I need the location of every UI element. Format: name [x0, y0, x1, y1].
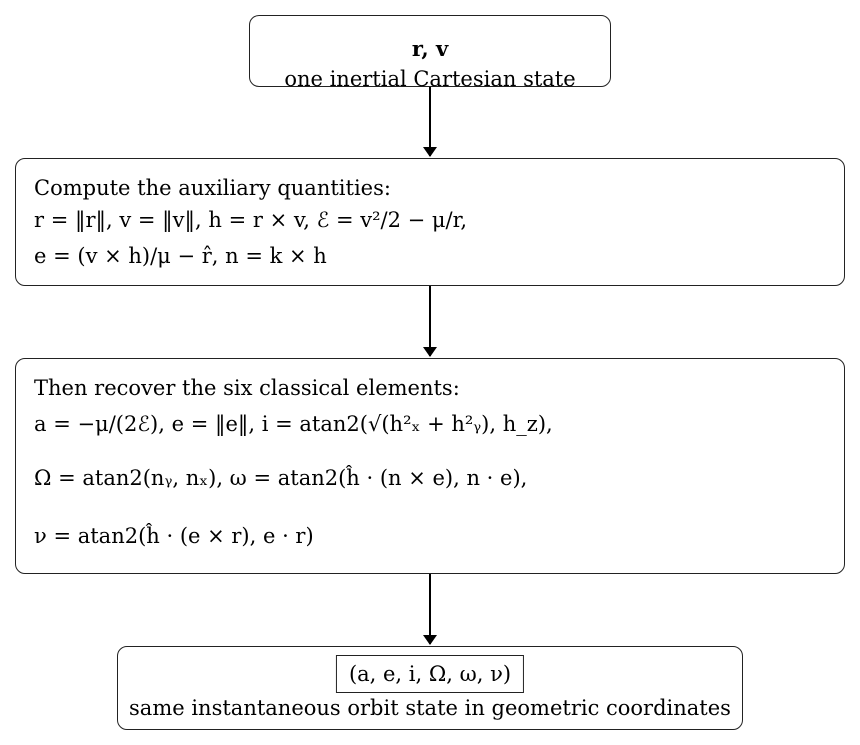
input-title: r, v — [411, 36, 449, 61]
elements-heading: Then recover the six classical elements: — [34, 376, 460, 400]
elements-equation-line-3: ν = atan2(ĥ · (e × r), e · r) — [34, 524, 314, 548]
elements-equation-line-1: a = −μ/(2ℰ), e = ‖e‖, i = atan2(√(h²ₓ + … — [34, 412, 553, 436]
element-tuple: (a, e, i, Ω, ω, ν) — [335, 655, 525, 693]
output-subtitle: same instantaneous orbit state in geomet… — [129, 696, 731, 720]
input-subtitle: one inertial Cartesian state — [284, 67, 576, 91]
input-state-box: r, v one inertial Cartesian state — [249, 15, 611, 91]
classical-elements-box: Then recover the six classical elements:… — [15, 358, 845, 574]
elements-equation-line-2: Ω = atan2(nᵧ, nₓ), ω = atan2(ĥ · (n × e)… — [34, 466, 528, 490]
aux-equation-line-1: r = ‖r‖, v = ‖v‖, h = r × v, ℰ = v²/2 − … — [34, 208, 468, 232]
auxiliary-quantities-box: Compute the auxiliary quantities: r = ‖r… — [15, 158, 845, 286]
aux-heading: Compute the auxiliary quantities: — [34, 176, 391, 200]
output-elements-box: (a, e, i, Ω, ω, ν) same instantaneous or… — [117, 646, 743, 730]
aux-equation-line-2: e = (v × h)/μ − r̂, n = k × h — [34, 244, 327, 268]
